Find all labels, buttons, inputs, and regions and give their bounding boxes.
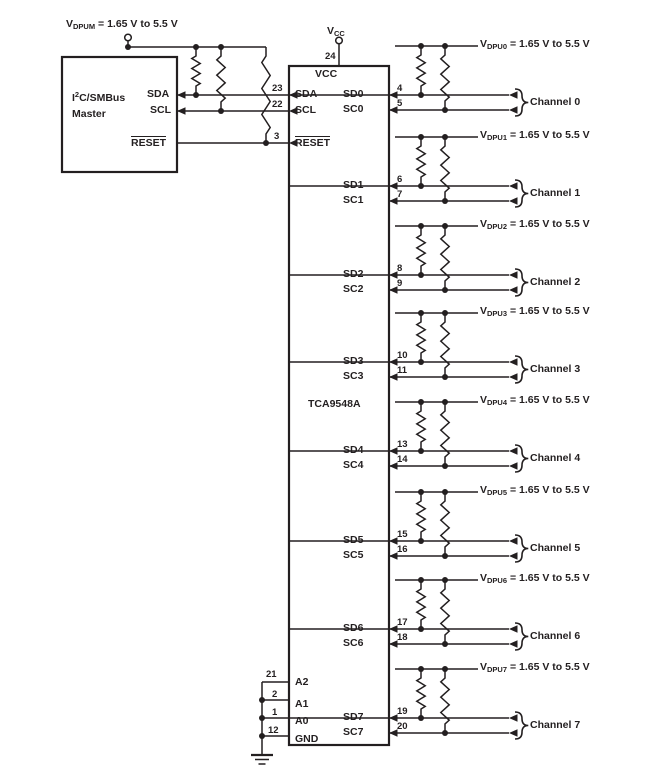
pin-number-3: 3	[274, 131, 280, 142]
device-pin-a0-label: A0	[295, 715, 309, 727]
vcc-supply-label: VCC	[327, 25, 345, 38]
pin-number-15: 15	[397, 529, 408, 540]
channel-6-label: Channel 6	[530, 629, 581, 642]
channel-1-label: Channel 1	[530, 186, 581, 199]
master-label-line2: Master	[72, 108, 106, 120]
device-pin-sd3-label: SD3	[343, 355, 364, 367]
device-pin-reset-label: RESET	[295, 136, 331, 149]
vcc-pin-number: 24	[325, 51, 336, 62]
channel-6-rail-label: VDPU6 = 1.65 V to 5.5 V	[480, 572, 590, 585]
pin-number-1: 1	[272, 707, 278, 718]
pin-number-11: 11	[397, 365, 408, 376]
device-pin-gnd-label: GND	[295, 733, 319, 745]
vdpum-supply-label: VDPUM = 1.65 V to 5.5 V	[66, 18, 178, 31]
channel-0-rail-label: VDPU0 = 1.65 V to 5.5 V	[480, 38, 590, 51]
pin-number-20: 20	[397, 721, 408, 732]
pin-number-5: 5	[397, 98, 403, 109]
device-pin-sd1-label: SD1	[343, 179, 364, 191]
device-pin-sd2-label: SD2	[343, 268, 364, 280]
channel-3-label: Channel 3	[530, 362, 581, 375]
device-pin-sc6-label: SC6	[343, 637, 364, 649]
pin-number-22: 22	[272, 99, 283, 110]
channel-1-rail-label: VDPU1 = 1.65 V to 5.5 V	[480, 129, 590, 142]
device-pin-a1-label: A1	[295, 698, 309, 710]
master-pin-scl-label: SCL	[150, 104, 171, 116]
pin-number-19: 19	[397, 706, 408, 717]
pin-number-10: 10	[397, 350, 408, 361]
channel-4-rail-label: VDPU4 = 1.65 V to 5.5 V	[480, 394, 590, 407]
channel-5-label: Channel 5	[530, 541, 581, 554]
pin-number-13: 13	[397, 439, 408, 450]
device-pin-scl-label: SCL	[295, 104, 316, 116]
channel-5-rail-label: VDPU5 = 1.65 V to 5.5 V	[480, 484, 590, 497]
pin-number-8: 8	[397, 263, 403, 274]
device-pin-sc1-label: SC1	[343, 194, 364, 206]
pin-number-9: 9	[397, 278, 403, 289]
channel-4-label: Channel 4	[530, 451, 581, 464]
device-pin-sc4-label: SC4	[343, 459, 364, 471]
device-pin-sc0-label: SC0	[343, 103, 364, 115]
pin-number-23: 23	[272, 83, 283, 94]
channel-3-rail-label: VDPU3 = 1.65 V to 5.5 V	[480, 305, 590, 318]
pin-number-4: 4	[397, 83, 403, 94]
device-pin-sc3-label: SC3	[343, 370, 364, 382]
vcc-pin-label: VCC	[315, 68, 338, 80]
pin-number-17: 17	[397, 617, 408, 628]
pin-number-16: 16	[397, 544, 408, 555]
device-pin-sc2-label: SC2	[343, 283, 364, 295]
device-pin-sd7-label: SD7	[343, 711, 364, 723]
pin-number-2: 2	[272, 689, 278, 700]
pin-number-7: 7	[397, 189, 403, 200]
channel-7-rail-label: VDPU7 = 1.65 V to 5.5 V	[480, 661, 590, 674]
pin-number-14: 14	[397, 454, 408, 465]
channel-2-rail-label: VDPU2 = 1.65 V to 5.5 V	[480, 218, 590, 231]
device-pin-sc7-label: SC7	[343, 726, 364, 738]
device-pin-sd0-label: SD0	[343, 88, 364, 100]
device-pin-sc5-label: SC5	[343, 549, 364, 561]
channel-2-label: Channel 2	[530, 275, 581, 288]
device-pin-a2-label: A2	[295, 676, 309, 688]
device-part-number: TCA9548A	[308, 398, 361, 410]
pin-number-6: 6	[397, 174, 403, 185]
device-pin-sd4-label: SD4	[343, 444, 364, 456]
device-pin-sda-label: SDA	[295, 88, 318, 100]
device-pin-sd5-label: SD5	[343, 534, 364, 546]
pin-number-18: 18	[397, 632, 408, 643]
device-pin-sd6-label: SD6	[343, 622, 364, 634]
master-pin-reset-label: RESET	[131, 136, 167, 149]
pin-number-21: 21	[266, 669, 277, 680]
channel-0-label: Channel 0	[530, 95, 581, 108]
master-label-line1: I2C/SMBus	[72, 90, 126, 104]
master-pin-sda-label: SDA	[147, 88, 170, 100]
channel-7-label: Channel 7	[530, 718, 581, 731]
pin-number-12: 12	[268, 725, 279, 736]
